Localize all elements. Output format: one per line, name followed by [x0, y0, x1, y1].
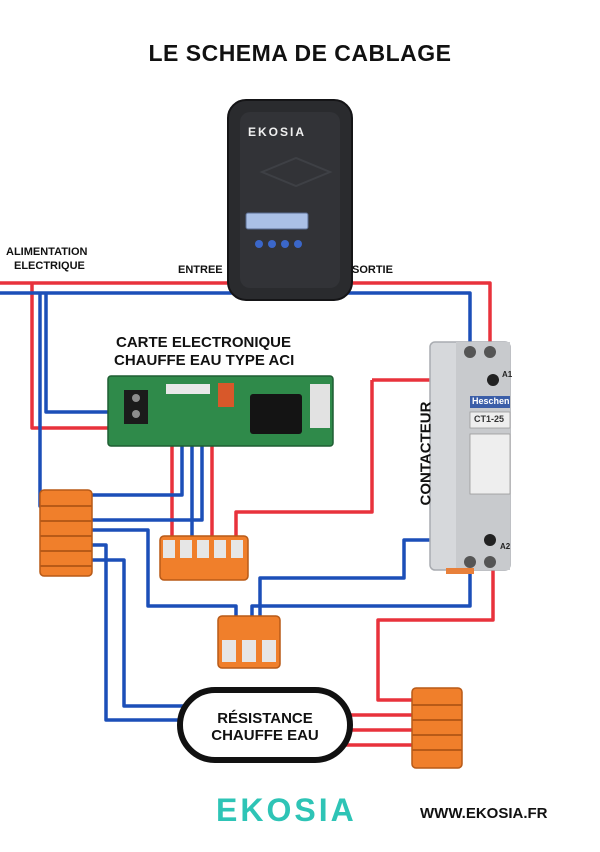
footer-url: WWW.EKOSIA.FR — [420, 805, 548, 822]
ekosia-controller — [227, 99, 353, 301]
neutral-connector-to-heater-2 — [92, 558, 184, 708]
heater-label-line2: CHAUFFE EAU — [211, 727, 319, 744]
neutral-connector-to-heater-1 — [92, 543, 180, 722]
contactor-brand: Heschen — [472, 396, 510, 406]
electronic-board — [107, 375, 334, 447]
connector-middle — [217, 615, 281, 669]
contactor-model: CT1-25 — [474, 414, 505, 424]
connector-right — [411, 687, 463, 769]
supply-label-line1: ALIMENTATION — [6, 246, 88, 258]
contactor-device — [429, 341, 511, 574]
supply-label-line2: ELECTRIQUE — [14, 260, 85, 272]
input-label: ENTREE — [178, 264, 223, 276]
contactor-terminal-a1: A1 — [502, 370, 513, 379]
board-label-line2: CHAUFFE EAU TYPE ACI — [114, 352, 295, 369]
neutral-connector-to-t — [92, 528, 238, 618]
connector-left — [39, 489, 93, 577]
phase-board-relay-out — [234, 380, 374, 540]
neutral-supply-line — [0, 291, 472, 352]
neutral-supply-to-board — [44, 293, 108, 414]
output-label: SORTIE — [352, 264, 393, 276]
heater-label-line1: RÉSISTANCE — [217, 710, 313, 727]
page-title: LE SCHEMA DE CABLAGE — [148, 40, 452, 66]
device-brand: EKOSIA — [248, 125, 307, 139]
connector-board — [159, 535, 249, 581]
phase-supply-line — [0, 281, 492, 352]
neutral-contactor-out — [250, 568, 472, 618]
contactor-label: CONTACTEUR — [417, 401, 435, 506]
phase-contactor-out — [376, 568, 495, 702]
board-label-line1: CARTE ELECTRONIQUE — [116, 334, 292, 351]
neutral-supply-to-connector — [38, 293, 92, 508]
phase-supply-to-board — [30, 283, 108, 430]
heater-element — [177, 687, 353, 763]
footer-logo: EKOSIA — [216, 792, 357, 828]
contactor-terminal-a2: A2 — [500, 542, 511, 551]
